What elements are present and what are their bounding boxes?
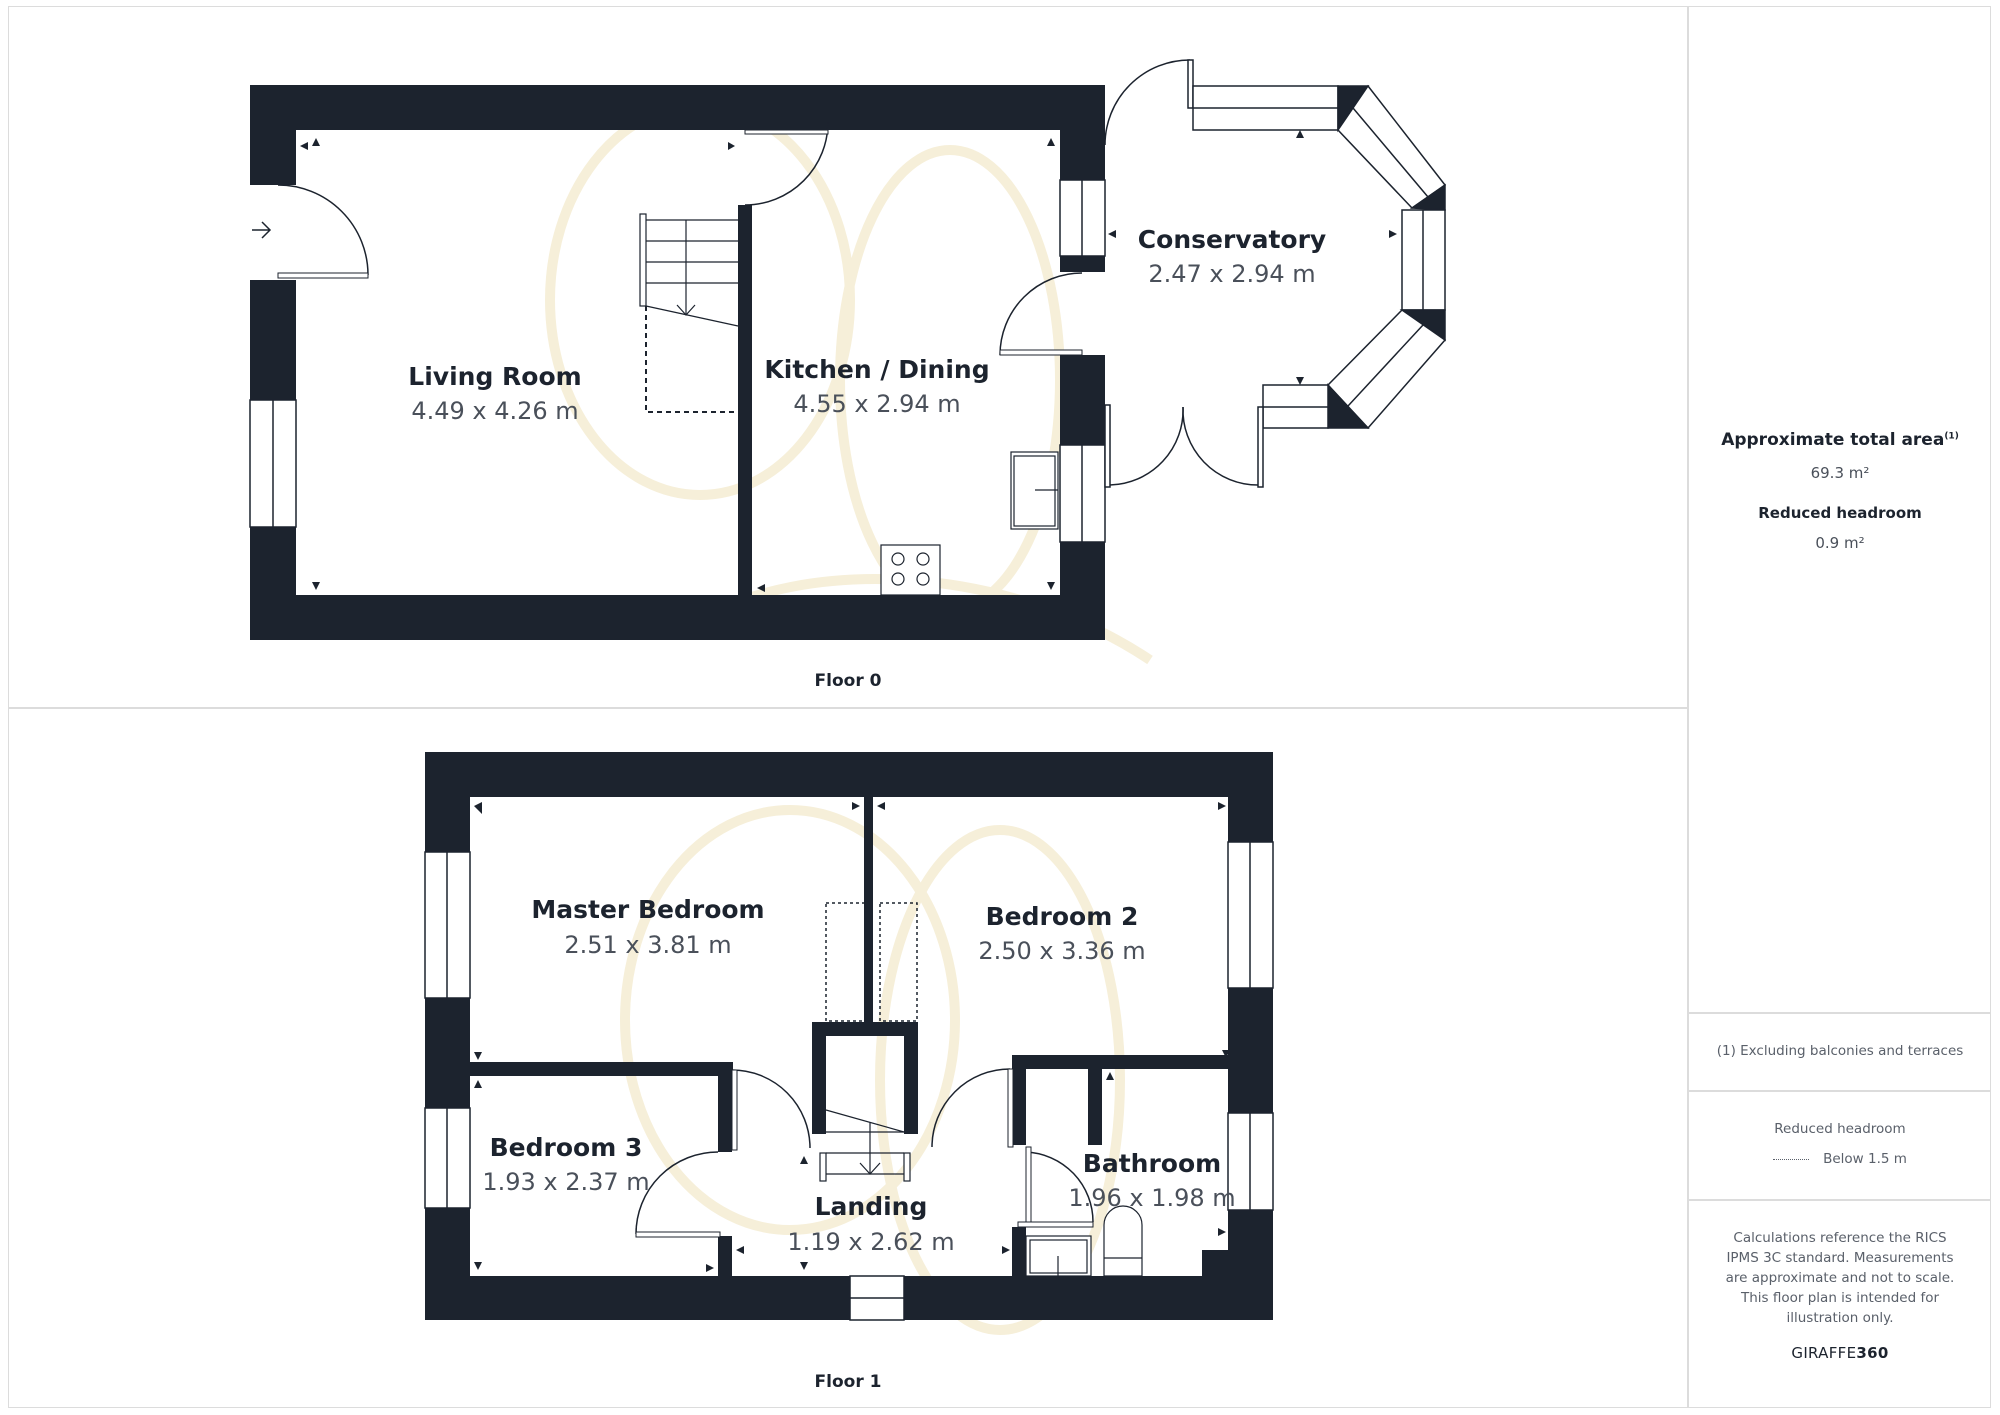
room-name-bathroom: Bathroom	[1083, 1149, 1221, 1178]
legend-title: Reduced headroom	[1774, 1121, 1906, 1137]
total-area-label: Approximate total area	[1721, 430, 1945, 450]
room-name-bedroom-3: Bedroom 3	[490, 1133, 643, 1162]
reduced-headroom-outline	[879, 902, 918, 1022]
conservatory-walls	[1104, 59, 1447, 488]
room-name-conservatory: Conservatory	[1138, 225, 1326, 254]
area-summary: Approximate total area(1) 69.3 m² Reduce…	[1689, 430, 1991, 552]
floor-divider	[8, 707, 1687, 709]
sidebar-divider-2	[1687, 1090, 1991, 1092]
dotted-line-icon	[1773, 1158, 1810, 1160]
room-dims-master-bedroom: 2.51 x 3.81 m	[564, 931, 731, 959]
bath-icon	[1025, 1235, 1092, 1277]
footnote-text: (1) Excluding balconies and terraces	[1716, 1043, 1964, 1059]
room-name-master-bedroom: Master Bedroom	[531, 895, 764, 924]
room-name-landing: Landing	[815, 1192, 928, 1221]
sidebar-divider-1	[1687, 1012, 1991, 1014]
measure-markers	[300, 130, 1397, 592]
disclaimer-block: Calculations reference the RICS IPMS 3C …	[1689, 1228, 1991, 1362]
stairs-icon	[819, 1109, 911, 1182]
total-area-value: 69.3 m²	[1810, 464, 1870, 482]
room-name-kitchen-dining: Kitchen / Dining	[764, 355, 989, 384]
sidebar-divider-3	[1687, 1199, 1991, 1201]
reduced-headroom-outline	[645, 306, 738, 413]
footnote-marker: (1)	[1944, 431, 1959, 442]
brand-logo: GIRAFFE360	[1719, 1344, 1961, 1362]
floor-1-label: Floor 1	[814, 1372, 882, 1392]
hob-icon	[880, 544, 941, 596]
room-name-living-room: Living Room	[408, 362, 581, 391]
stairs-icon	[645, 219, 739, 327]
floor-1-plan: Master Bedroom 2.51 x 3.81 m Bedroom 2 2…	[424, 752, 1274, 1321]
room-dims-living-room: 4.49 x 4.26 m	[411, 397, 578, 425]
brand-suffix: 360	[1856, 1344, 1889, 1362]
toilet-icon	[1103, 1205, 1143, 1277]
floor-0-label: Floor 0	[814, 671, 882, 691]
floor-0-plan: Living Room 4.49 x 4.26 m Kitchen / Dini…	[249, 59, 1447, 640]
room-dims-bedroom-3: 1.93 x 2.37 m	[482, 1168, 649, 1196]
room-dims-kitchen-dining: 4.55 x 2.94 m	[793, 390, 960, 418]
total-area-heading: Approximate total area(1)	[1689, 430, 1991, 450]
legend-item-label: Below 1.5 m	[1823, 1151, 1907, 1167]
room-dims-landing: 1.19 x 2.62 m	[787, 1228, 954, 1256]
disclaimer-text: Calculations reference the RICS IPMS 3C …	[1725, 1230, 1955, 1326]
sidebar-divider	[1687, 6, 1689, 1408]
measure-markers	[474, 802, 1230, 1272]
sink-icon	[1010, 451, 1059, 530]
room-name-bedroom-2: Bedroom 2	[986, 902, 1139, 931]
reduced-headroom-heading: Reduced headroom	[1758, 504, 1922, 522]
reduced-headroom-outline	[825, 902, 867, 1022]
entrance-arrow-icon	[252, 221, 272, 239]
legend: Reduced headroom Below 1.5 m	[1689, 1119, 1991, 1169]
room-dims-bathroom: 1.96 x 1.98 m	[1068, 1184, 1235, 1212]
reduced-headroom-value: 0.9 m²	[1815, 534, 1865, 552]
room-dims-bedroom-2: 2.50 x 3.36 m	[978, 937, 1145, 965]
room-dims-conservatory: 2.47 x 2.94 m	[1148, 260, 1315, 288]
brand-prefix: GIRAFFE	[1791, 1344, 1857, 1362]
